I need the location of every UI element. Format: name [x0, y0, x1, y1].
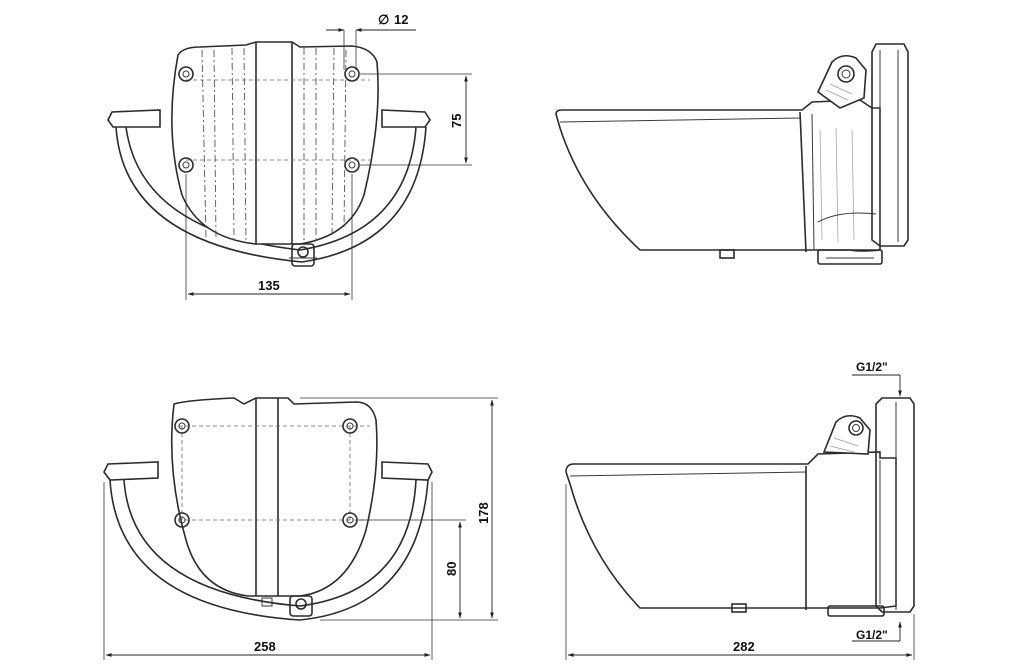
front-view-lower — [103, 397, 433, 621]
label-horizontal-hole-spacing: 135 — [258, 278, 280, 293]
label-lower-hole-height: 80 — [444, 562, 459, 576]
dimension-lines-lower-side — [565, 374, 915, 660]
label-inlet-top: G1/2" — [856, 360, 888, 374]
label-inlet-bottom: G1/2" — [856, 628, 888, 642]
dimension-lines-lower-front — [103, 397, 498, 660]
label-vertical-hole-spacing: 75 — [449, 114, 464, 128]
side-view-lower — [565, 397, 915, 617]
bolt-holes-lower — [174, 418, 358, 528]
label-total-height: 178 — [476, 502, 491, 524]
front-view-upper — [107, 41, 431, 267]
label-bolt-diameter: 12 — [394, 12, 408, 27]
side-view-upper — [555, 43, 909, 265]
label-total-depth: 282 — [733, 639, 755, 654]
dimension-lines-upper-front — [185, 28, 472, 300]
diameter-symbol: ∅ — [378, 12, 389, 27]
label-total-width: 258 — [254, 639, 276, 654]
bolt-holes-upper — [178, 66, 360, 173]
dimension-labels: ∅ 12 75 135 80 178 258 282 G1/2" G1/2" — [254, 12, 888, 654]
